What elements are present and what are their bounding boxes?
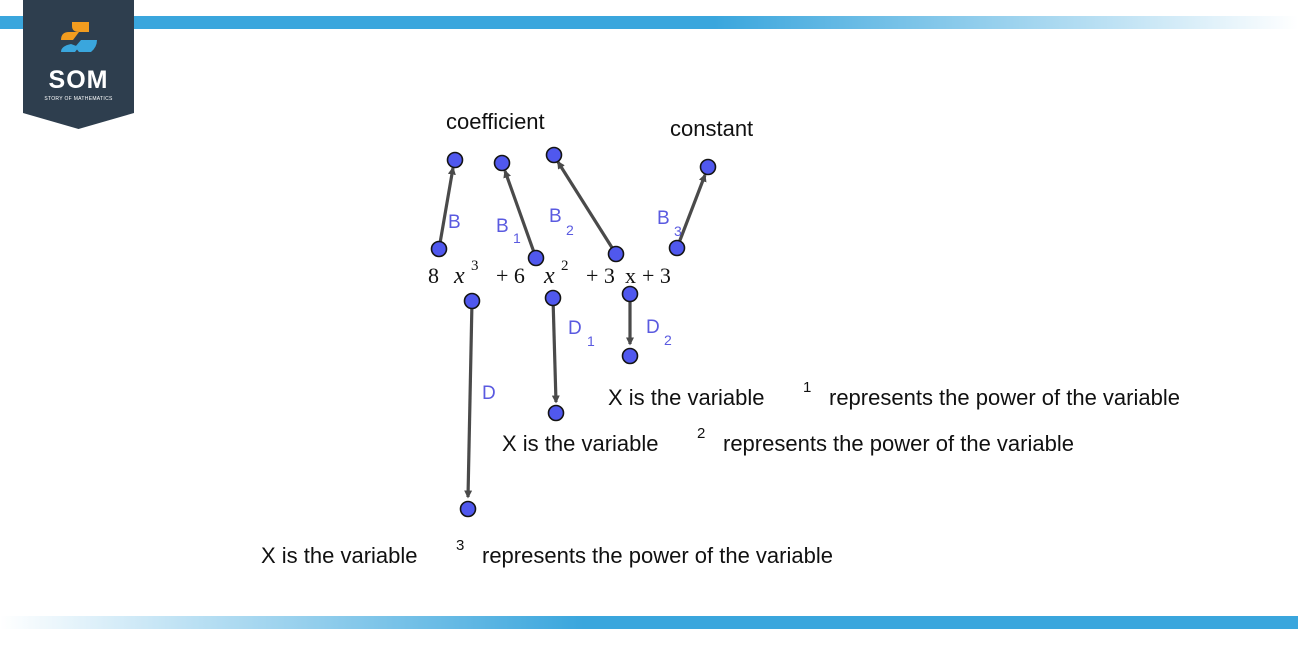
point-b-tip[interactable] [446,151,464,169]
point-d2[interactable] [621,285,639,303]
variable-x-cubed: x [453,263,465,289]
note-1-variable: X is the variable [608,385,765,410]
label-d2: D [646,317,660,338]
note-3-description: represents the power of the variable [482,543,833,568]
note-power-3: X is the variable 3 represents the power… [261,537,833,568]
arrow-b3 [675,173,707,249]
label-d2-sub: 2 [664,332,672,348]
exponent-2: 2 [561,258,569,274]
coefficient-6: + 6 [496,263,525,288]
note-3-power: 3 [456,537,464,554]
label-b1-sub: 1 [513,230,521,246]
bottom-accent-band [0,616,1298,629]
arrow-b1 [503,169,538,259]
note-2-variable: X is the variable [502,431,659,456]
variable-x: x [625,263,636,288]
note-2-description: represents the power of the variable [723,431,1074,456]
label-b1: B [496,216,509,237]
arrow-d1 [551,297,560,404]
label-b3-sub: 3 [674,223,682,239]
constant-heading: constant [670,116,753,141]
point-d1-tip[interactable] [547,404,565,422]
top-accent-band [0,16,1298,29]
arrow-d [464,300,474,499]
logo-subtitle: STORY OF MATHEMATICS [44,96,113,102]
point-b1[interactable] [527,249,545,267]
exponent-3: 3 [471,258,479,274]
coefficient-heading: coefficient [446,109,545,134]
logo-wordmark: SOM [48,66,109,94]
point-d1[interactable] [544,289,562,307]
label-b: B [448,212,461,233]
constant-3: + 3 [642,263,671,288]
point-d2-tip[interactable] [621,347,639,365]
point-b3-tip[interactable] [699,158,717,176]
coefficient-8: 8 [428,263,439,288]
label-d: D [482,383,496,404]
note-1-description: represents the power of the variable [829,385,1180,410]
note-3-variable: X is the variable [261,543,418,568]
point-b3[interactable] [668,239,686,257]
point-b2-tip[interactable] [545,146,563,164]
label-d1: D [568,318,582,339]
label-b3: B [657,208,670,229]
point-d-tip[interactable] [459,500,477,518]
variable-x-squared: x [543,263,555,289]
som-logo-mark-icon [61,22,97,52]
arrow-b2 [556,160,618,255]
label-b2: B [549,206,562,227]
note-1-power: 1 [803,379,811,396]
point-d[interactable] [463,292,481,310]
coefficient-3: + 3 [586,263,615,288]
som-logo [23,0,134,129]
note-power-1: X is the variable 1 represents the power… [608,379,1180,410]
note-power-2: X is the variable 2 represents the power… [502,425,1074,456]
point-b[interactable] [430,240,448,258]
label-d1-sub: 1 [587,333,595,349]
point-b1-tip[interactable] [493,154,511,172]
polynomial-expression: 8 x 3 + 6 x 2 + 3 x + 3 [428,258,671,289]
label-b2-sub: 2 [566,222,574,238]
arrow-b [437,166,456,250]
point-b2[interactable] [607,245,625,263]
note-2-power: 2 [697,425,705,442]
